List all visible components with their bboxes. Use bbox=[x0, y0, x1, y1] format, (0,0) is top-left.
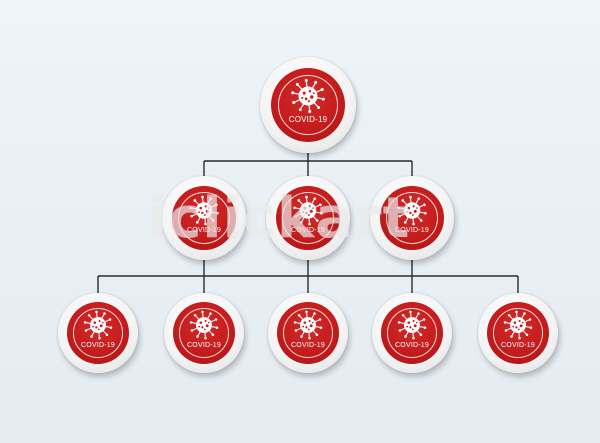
covid-node: COVID-19 bbox=[164, 293, 244, 373]
node-disc: COVID-19 bbox=[67, 302, 129, 364]
covid-node: COVID-19 bbox=[162, 176, 246, 260]
covid-node: COVID-19 bbox=[478, 293, 558, 373]
node-disc: COVID-19 bbox=[381, 302, 443, 364]
node-disc: COVID-19 bbox=[277, 302, 339, 364]
node-ring bbox=[73, 308, 123, 358]
virus-icon bbox=[293, 195, 323, 226]
node-disc: COVID-19 bbox=[487, 302, 549, 364]
node-disc: COVID-19 bbox=[276, 186, 340, 250]
covid-node: COVID-19 bbox=[266, 176, 350, 260]
covid-node: COVID-19 bbox=[372, 293, 452, 373]
virus-icon bbox=[397, 195, 427, 226]
node-disc: COVID-19 bbox=[271, 68, 345, 142]
node-disc: COVID-19 bbox=[172, 186, 236, 250]
covid-node: COVID-19 bbox=[370, 176, 454, 260]
node-disc: COVID-19 bbox=[380, 186, 444, 250]
node-label: COVID-19 bbox=[395, 342, 429, 349]
node-disc: COVID-19 bbox=[173, 302, 235, 364]
virus-icon bbox=[503, 310, 533, 340]
node-ring bbox=[278, 75, 338, 135]
virus-icon bbox=[293, 310, 323, 340]
node-ring bbox=[283, 308, 333, 358]
virus-icon bbox=[291, 78, 325, 114]
covid-node: COVID-19 bbox=[260, 57, 356, 153]
node-label: COVID-19 bbox=[187, 227, 221, 234]
virus-icon bbox=[189, 195, 219, 226]
covid-node: COVID-19 bbox=[268, 293, 348, 373]
node-label: COVID-19 bbox=[395, 227, 429, 234]
node-ring bbox=[386, 192, 438, 244]
covid-node: COVID-19 bbox=[58, 293, 138, 373]
node-ring bbox=[179, 308, 229, 358]
node-label: COVID-19 bbox=[288, 115, 328, 124]
virus-icon bbox=[397, 310, 427, 340]
node-label: COVID-19 bbox=[291, 227, 325, 234]
node-label: COVID-19 bbox=[291, 342, 325, 349]
virus-icon bbox=[83, 310, 113, 340]
node-ring bbox=[282, 192, 334, 244]
virus-icon bbox=[189, 310, 219, 340]
node-ring bbox=[493, 308, 543, 358]
node-label: COVID-19 bbox=[501, 342, 535, 349]
node-ring bbox=[387, 308, 437, 358]
node-label: COVID-19 bbox=[187, 342, 221, 349]
node-ring bbox=[178, 192, 230, 244]
node-label: COVID-19 bbox=[81, 342, 115, 349]
